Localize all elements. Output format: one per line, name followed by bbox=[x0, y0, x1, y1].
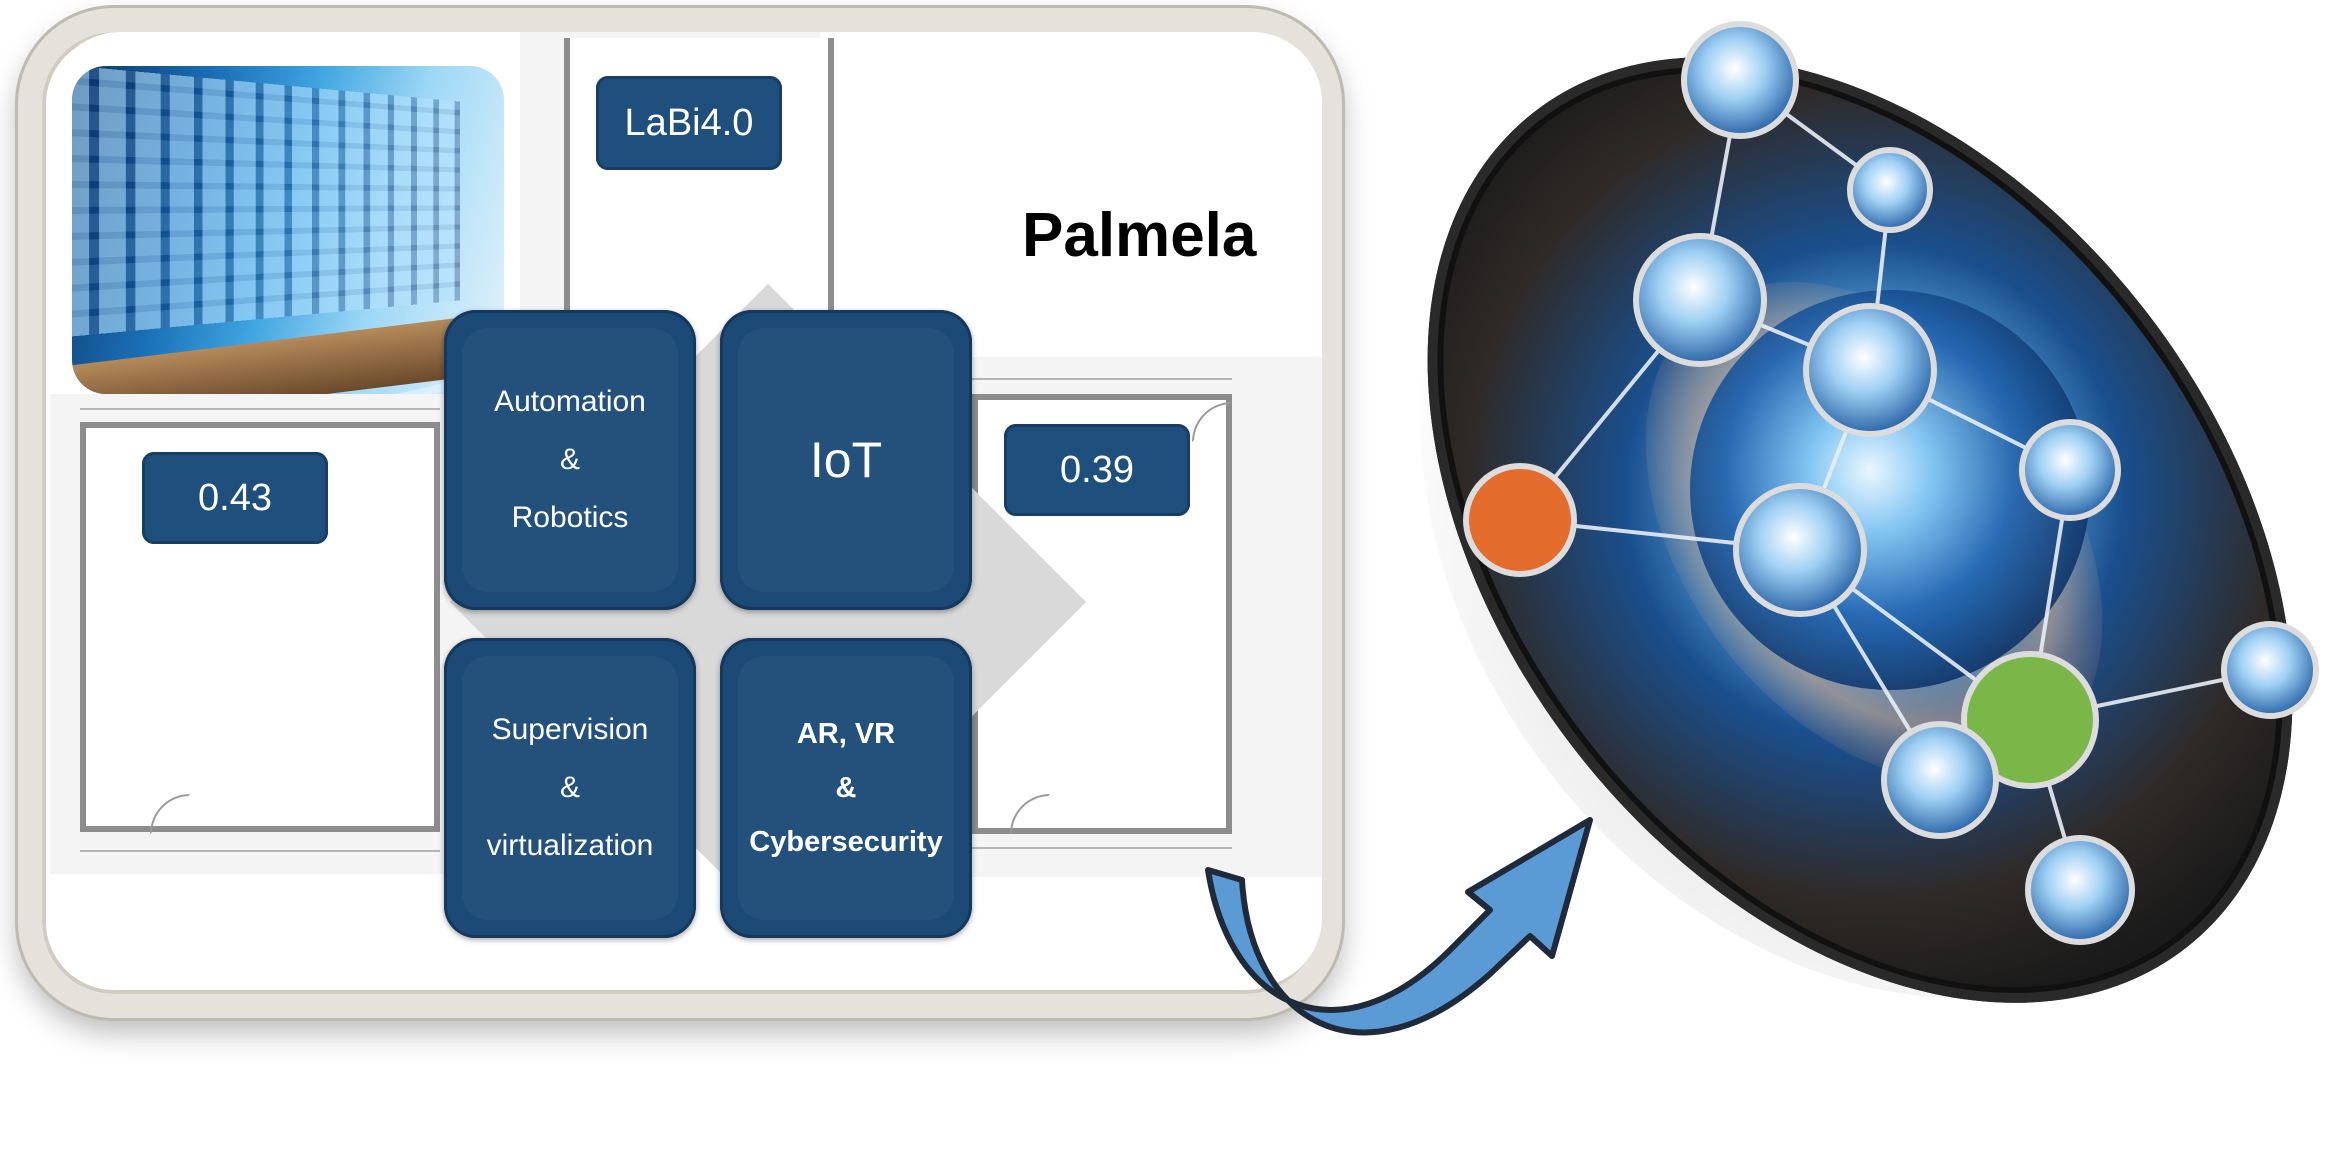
control-room-photo bbox=[72, 66, 504, 394]
tile-automation-line1: Automation bbox=[494, 373, 646, 431]
tile-automation-line2: & bbox=[560, 431, 580, 489]
tile-supervision-line1: Supervision bbox=[492, 701, 649, 759]
tile-arvr-line1: AR, VR bbox=[797, 707, 895, 761]
tile-iot: IoT bbox=[720, 310, 972, 610]
tile-ar-vr-cybersecurity: AR, VR & Cybersecurity bbox=[720, 638, 972, 938]
tile-supervision-line3: virtualization bbox=[487, 817, 654, 875]
globe-network-icon bbox=[1460, 20, 2336, 1056]
tile-arvr-line3: Cybersecurity bbox=[749, 815, 942, 869]
site-title: Palmela bbox=[1022, 200, 1256, 271]
dimension-line bbox=[972, 378, 1232, 380]
tile-automation-line3: Robotics bbox=[512, 489, 629, 547]
tile-supervision-virtualization: Supervision & virtualization bbox=[444, 638, 696, 938]
tile-arvr-line2: & bbox=[836, 761, 857, 815]
dimension-line bbox=[80, 408, 440, 410]
room-left-value: 0.43 bbox=[142, 452, 328, 544]
lab-panel: LaBi4.0 Palmela 0.43 0.39 Automation & R… bbox=[50, 32, 1322, 987]
tile-supervision-line2: & bbox=[560, 759, 580, 817]
lab-label-tag: LaBi4.0 bbox=[596, 76, 782, 170]
room-right-value: 0.39 bbox=[1004, 424, 1190, 516]
tile-iot-label: IoT bbox=[810, 431, 882, 489]
tile-automation-robotics: Automation & Robotics bbox=[444, 310, 696, 610]
dimension-line bbox=[80, 850, 440, 852]
